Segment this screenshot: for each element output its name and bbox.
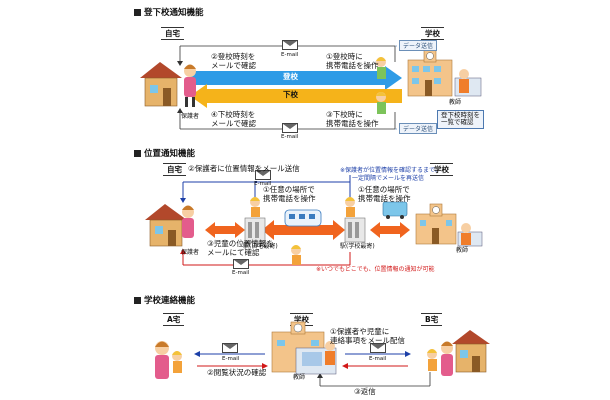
s1-email-bottom-label: E-mail <box>281 134 299 140</box>
s2-note-blue-line2: 一定間隔でメールを再送信 <box>352 175 425 182</box>
s2-school-icon <box>415 203 457 245</box>
s3-teacher-icon <box>295 341 337 375</box>
s3-email-right-label: E-mail <box>369 356 387 362</box>
s1-data-tx-bottom: データ送信 <box>399 123 438 134</box>
s2-step3-line2: メールにて確認 <box>207 248 260 257</box>
s1-email-top-icon <box>282 40 298 50</box>
s1-go-label: 登校 <box>283 72 298 81</box>
s1-teacher-icon <box>454 69 482 97</box>
s1-child-return-icon <box>376 92 386 114</box>
s3-home-a-header: A宅 <box>163 313 185 326</box>
section3-title: 学校連絡機能 <box>134 294 195 306</box>
section2-title: 位置通知機能 <box>134 147 195 159</box>
s2-school-header: 学校 <box>430 163 453 176</box>
s1-parent-label: 保護者 <box>181 113 200 120</box>
s1-parent-icon <box>184 64 196 107</box>
s2-train-icon <box>284 209 322 227</box>
s1-email-top-label: E-mail <box>281 52 299 58</box>
s3-home-b-header: B宅 <box>421 313 443 326</box>
s1-teacher-note: 登下校時刻を 一覧で確認 <box>437 110 484 129</box>
s2-station-school-label: 駅(学校最寄) <box>340 243 375 250</box>
s1-child-step3-line2: 携帯電話を操作 <box>326 119 379 128</box>
s2-station-home-label: 駅(自宅最寄) <box>243 243 278 250</box>
s2-child-left-icon <box>250 197 260 217</box>
section1-title-text: 登下校通知機能 <box>144 8 204 18</box>
s3-step1-line1: ①保護者や児童に <box>330 327 390 336</box>
s1-parent-step4-line1: ④下校時刻を <box>211 110 256 119</box>
s2-teacher-icon <box>457 223 483 247</box>
section2-title-text: 位置通知機能 <box>144 149 196 159</box>
s2-child-bottom-icon <box>291 245 301 265</box>
s3-teacher-label: 教師 <box>293 374 306 381</box>
s1-teacher-note-line1: 登下校時刻を <box>441 111 480 119</box>
s3-email-left-icon <box>222 343 238 353</box>
title-bullet-icon <box>134 149 141 157</box>
title-bullet-icon <box>134 8 141 16</box>
s1-return-label: 下校 <box>283 90 298 99</box>
s2-step1-right-line1: ①任意の場所で <box>358 185 410 194</box>
s1-teacher-note-line2: 一覧で確認 <box>441 118 474 127</box>
s1-data-tx-top: データ送信 <box>399 40 438 51</box>
s1-teacher-label: 教師 <box>449 99 462 106</box>
s2-home-header: 自宅 <box>163 163 186 176</box>
s3-home-b-icon <box>427 330 490 376</box>
s3-step3: ③返信 <box>354 387 376 396</box>
s3-step1-line2: 連絡事項をメール配信 <box>330 336 405 345</box>
s2-parent-label: 保護者 <box>181 249 200 256</box>
s1-parent-step2-line1: ②登校時刻を <box>211 52 256 61</box>
s2-house-icon <box>145 204 187 247</box>
s2-station-school-icon <box>344 217 366 243</box>
s2-email-top-label: E-mail <box>254 181 272 187</box>
s2-child-right-icon <box>345 197 355 217</box>
s2-diagram <box>145 175 483 266</box>
s2-step1-right-line2: 携帯電話を操作 <box>358 194 411 203</box>
s2-parent-icon <box>182 205 194 238</box>
s1-diagram <box>140 45 482 130</box>
s1-child-step3-line1: ③下校時に <box>326 110 363 119</box>
s2-arrow-train <box>262 220 345 240</box>
title-bullet-icon <box>134 296 141 304</box>
s1-parent-step2-line2: メールで確認 <box>211 61 256 70</box>
s2-step1-left-line1: ①任意の場所で <box>263 185 315 194</box>
s2-arrow-home-station <box>205 222 245 238</box>
s2-arrow-station-school <box>370 222 410 238</box>
s2-step3-line1: ③児童の位置情報を <box>207 239 274 248</box>
s3-email-right-icon <box>370 343 386 353</box>
s1-house-icon <box>140 62 182 107</box>
s3-step2: ②閲覧状況の確認 <box>207 368 267 377</box>
s3-diagram <box>155 321 490 387</box>
s1-go-arrow <box>190 66 402 90</box>
s1-home-header: 自宅 <box>161 27 184 40</box>
s1-return-arrow <box>190 84 402 108</box>
s2-note-blue-line1: ※保護者が位置情報を確認するまで、 <box>340 167 441 174</box>
s2-step1-left-line2: 携帯電話を操作 <box>263 194 316 203</box>
s1-child-step1-line2: 携帯電話を操作 <box>326 61 379 70</box>
s2-email-top-icon <box>255 170 271 180</box>
s1-school-header: 学校 <box>421 27 444 40</box>
s2-teacher-label: 教師 <box>456 247 469 254</box>
s3-home-a-icon <box>155 341 182 379</box>
s2-step2: ②保護者に位置情報をメール送信 <box>188 164 300 173</box>
s2-bus-icon <box>382 201 408 219</box>
s1-school-icon <box>407 49 453 97</box>
section3-title-text: 学校連絡機能 <box>144 296 196 306</box>
s2-station-home-icon <box>244 217 266 243</box>
s2-email-bottom-icon <box>233 259 249 269</box>
s1-email-bottom-icon <box>282 123 298 133</box>
s2-email-bottom-label: E-mail <box>232 270 250 276</box>
s1-child-go-icon <box>376 57 386 79</box>
s1-child-step1-line1: ①登校時に <box>326 52 363 61</box>
s2-note-red: ※いつでもどこでも、位置情報の通知が可能 <box>316 266 435 273</box>
section1-title: 登下校通知機能 <box>134 6 204 18</box>
s3-email-left-label: E-mail <box>222 356 240 362</box>
s1-parent-step4-line2: メールで確認 <box>211 119 256 128</box>
